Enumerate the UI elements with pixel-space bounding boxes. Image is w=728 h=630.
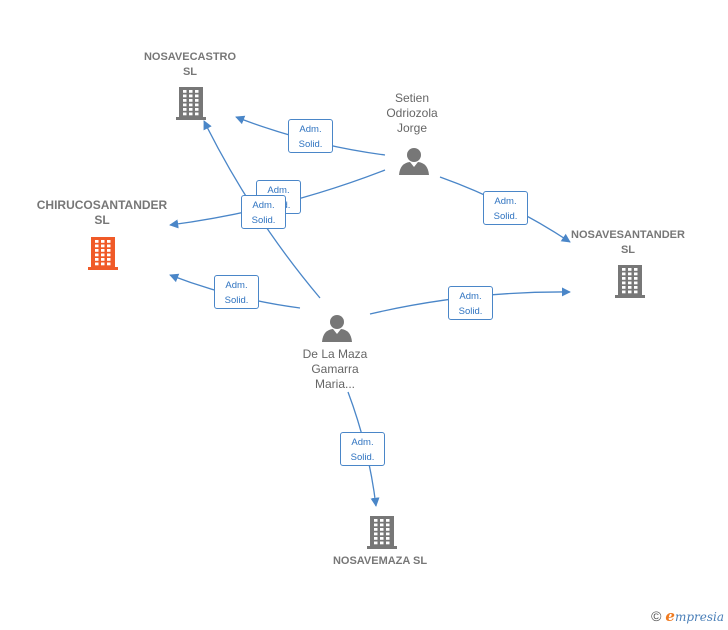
edge-label-delamaza-nosavecastro[interactable]: Adm. Solid.	[241, 195, 286, 229]
brand-logo-text: mpresia	[674, 610, 724, 624]
building-icon-chirucosantander[interactable]	[88, 237, 118, 270]
copyright-symbol: ©	[651, 608, 662, 624]
company-label-nosavemaza[interactable]: NOSAVEMAZA SL	[332, 555, 428, 567]
person-label-delamaza[interactable]: De La Maza Gamarra Maria...	[302, 347, 368, 391]
footer-brand: ©empresia	[651, 607, 724, 625]
person-icon-setien[interactable]	[399, 148, 429, 175]
edge-label-delamaza-chirucosantander[interactable]: Adm. Solid.	[214, 275, 259, 309]
building-icon-nosavesantander[interactable]	[615, 265, 645, 298]
brand-logo-e: e	[665, 607, 675, 625]
edge-label-setien-nosavecastro[interactable]: Adm. Solid.	[288, 119, 333, 153]
person-label-setien[interactable]: Setien Odriozola Jorge	[386, 91, 438, 135]
building-icon-nosavemaza[interactable]	[367, 516, 397, 549]
person-icon-delamaza[interactable]	[322, 315, 352, 342]
company-label-nosavesantander[interactable]: NOSAVESANTANDER SL	[571, 229, 685, 256]
edge-label-setien-nosavesantander[interactable]: Adm. Solid.	[483, 191, 528, 225]
icons-layer	[88, 87, 645, 549]
building-icon-nosavecastro[interactable]	[176, 87, 206, 120]
company-label-chirucosantander[interactable]: CHIRUCOSANTANDER SL	[36, 198, 168, 227]
edge-label-delamaza-nosavesantander[interactable]: Adm. Solid.	[448, 286, 493, 320]
edge-label-delamaza-nosavemaza[interactable]: Adm. Solid.	[340, 432, 385, 466]
company-label-nosavecastro[interactable]: NOSAVECASTRO SL	[143, 51, 237, 78]
